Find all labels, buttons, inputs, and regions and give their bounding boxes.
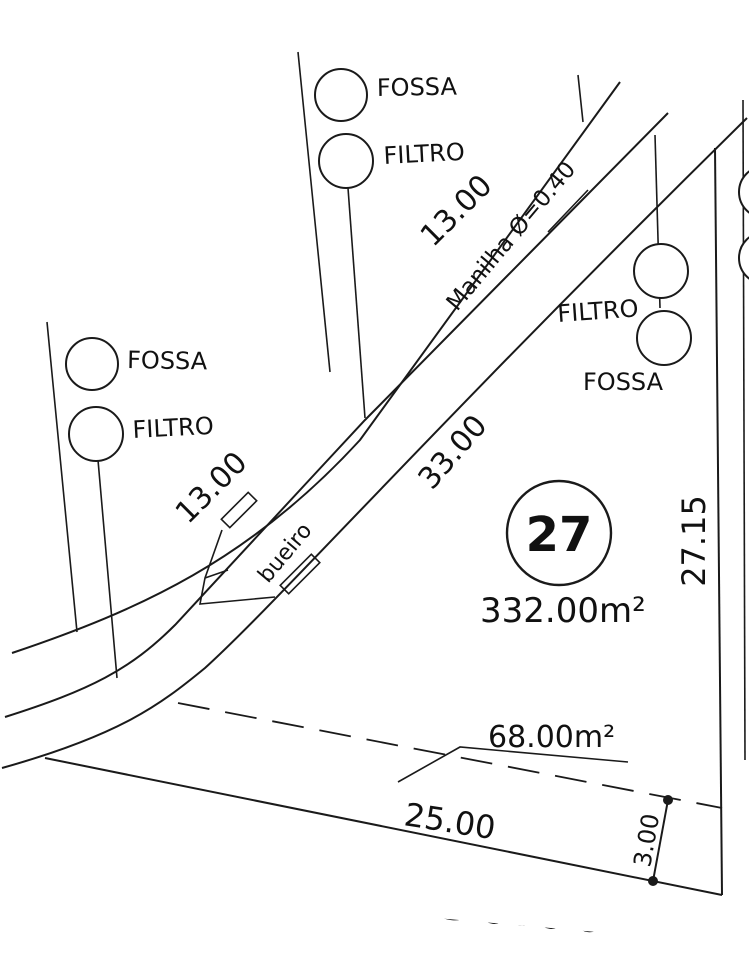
- septic-tank-circle-top: [314, 68, 368, 122]
- setback-line: [177, 702, 723, 809]
- septic-tank-circle-right: [636, 310, 692, 366]
- adjacent-dimension: 30.00: [435, 863, 612, 948]
- edge-tank-circle-2: [738, 236, 749, 280]
- road: [1, 81, 748, 769]
- boundary-line-left: [46, 321, 78, 633]
- septic-tank-circle-left: [65, 337, 119, 391]
- setback-area: 68.00m²: [488, 720, 615, 755]
- road-edge-bottom: [1, 117, 748, 769]
- lot-boundaries: [46, 51, 746, 896]
- pipe-line: [433, 190, 592, 351]
- culvert-arrow: [199, 529, 276, 605]
- label-filtro-right: FILTRO: [556, 294, 639, 328]
- label-fossa-left: FOSSA: [127, 346, 208, 375]
- offset-marker-point-top: [663, 795, 673, 805]
- culvert-box-upper: [220, 491, 258, 529]
- filter-circle-right: [633, 243, 689, 299]
- adjacent-dimension-group: 30.00: [435, 863, 612, 948]
- culvert-box-lower: [279, 553, 321, 595]
- side-right-dimension: 27.15: [675, 495, 713, 587]
- road-edge-lower: [4, 112, 669, 718]
- tank-labels: FOSSA FILTRO FOSSA FILTRO FILTRO FOSSA: [127, 73, 664, 444]
- filter-circle-top: [318, 133, 374, 189]
- road-width-lower: 13.00: [169, 445, 254, 530]
- drain-line-left: [97, 459, 118, 679]
- label-fossa-right: FOSSA: [583, 368, 664, 396]
- offset-marker-line: [652, 799, 669, 882]
- setback-leader: [397, 746, 629, 783]
- lot-number: 27: [526, 507, 593, 563]
- label-fossa-top: FOSSA: [377, 73, 458, 102]
- boundary-line-upper: [577, 74, 584, 123]
- label-filtro-top: FILTRO: [383, 138, 466, 170]
- lot-27-back-line: [44, 757, 723, 896]
- lot-27-lines: [44, 702, 723, 896]
- filter-circle-left: [68, 406, 124, 462]
- boundary-line-edge: [742, 99, 746, 761]
- offset-marker-point-bottom: [648, 876, 658, 886]
- back-dimension: 25.00: [402, 795, 498, 847]
- culvert: [199, 491, 321, 605]
- road-edge-top: [11, 81, 621, 654]
- lot-area: 332.00m²: [480, 591, 646, 631]
- boundary-line-mid: [297, 51, 331, 373]
- lot-27-right-boundary: [714, 147, 723, 896]
- drain-line-top: [347, 187, 366, 419]
- edge-tank-circle-1: [738, 170, 749, 214]
- lot-number-circle: [505, 479, 613, 587]
- septic-tanks: [65, 68, 749, 462]
- pipe-line-short: [547, 189, 589, 233]
- road-width-upper: 13.00: [414, 168, 499, 253]
- front-dimension: 33.00: [412, 408, 495, 496]
- offset-dimension: 3.00: [628, 812, 665, 869]
- label-filtro-left: FILTRO: [132, 412, 215, 444]
